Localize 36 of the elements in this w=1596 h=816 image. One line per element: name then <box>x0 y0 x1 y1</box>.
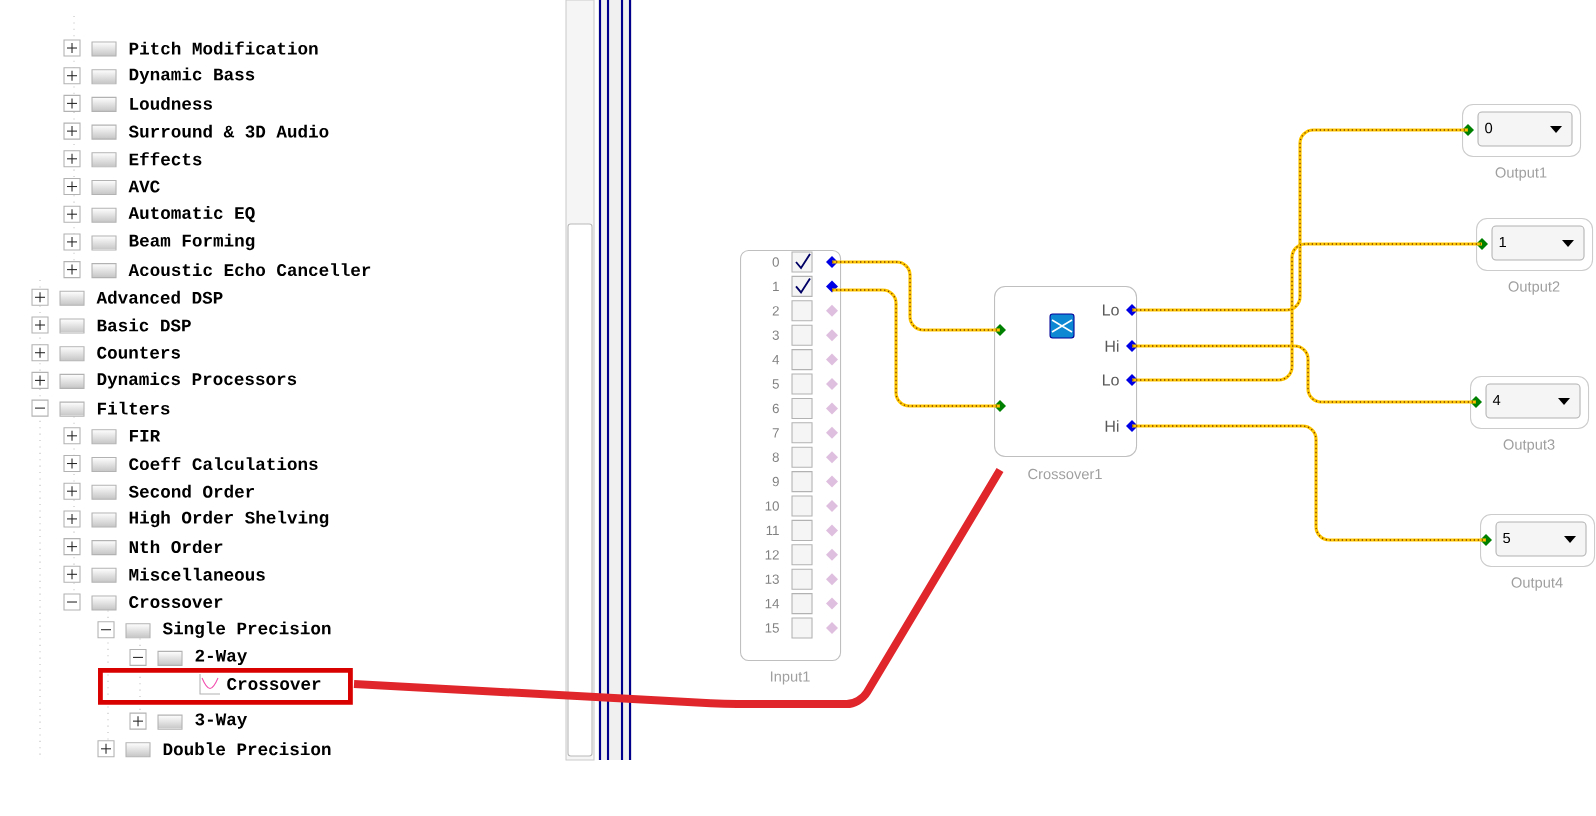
tree-item: Basic DSP <box>97 318 191 332</box>
node-label: Lo <box>1102 304 1119 316</box>
connector-line <box>1131 344 1477 404</box>
tree-item: Dynamics Processors <box>97 372 297 389</box>
connector-line <box>831 288 1001 408</box>
tree-item: Loudness <box>130 96 212 110</box>
tree-item: Nth Order <box>129 540 223 554</box>
tree-item: Miscellaneous <box>129 567 265 581</box>
tree-item: Single Precision <box>162 621 331 638</box>
tree-item: FIR <box>129 430 161 442</box>
tree-item: High Order Shelving <box>129 510 329 528</box>
connector-line <box>353 467 1004 708</box>
connector-line <box>1131 242 1483 382</box>
crossover-block: Lo Hi Lo Hi <box>994 286 1138 458</box>
connector-line <box>1131 128 1469 312</box>
tree-item: Automatic EQ <box>128 206 255 223</box>
tree-item: Dynamic Bass <box>129 67 255 84</box>
connector-line <box>831 260 1001 332</box>
connector-line <box>1131 424 1487 542</box>
tree-item: Acoustic Echo Canceller <box>128 263 371 277</box>
tree-item: Second Order <box>128 484 254 498</box>
tree-item: Crossover <box>129 596 223 608</box>
tree-item: Effects <box>129 152 202 166</box>
tree-item: Advanced DSP <box>96 290 223 304</box>
tree-item: Surround & 3D Audio <box>128 124 329 138</box>
tree-item: Beam Forming <box>129 233 255 251</box>
node-label: Hi <box>1105 420 1119 432</box>
tree-item: Filters <box>97 401 170 415</box>
tree-item: Coeff Calculations <box>129 456 318 471</box>
node-label: Lo <box>1102 374 1119 386</box>
tree-item: Counters <box>97 346 180 359</box>
node-label: Hi <box>1105 340 1119 352</box>
highlight-box: Crossover <box>98 668 353 705</box>
tree-item: Pitch Modification <box>129 41 318 55</box>
tree-item: Double Precision <box>163 742 331 756</box>
tree-item: AVC <box>128 180 160 193</box>
